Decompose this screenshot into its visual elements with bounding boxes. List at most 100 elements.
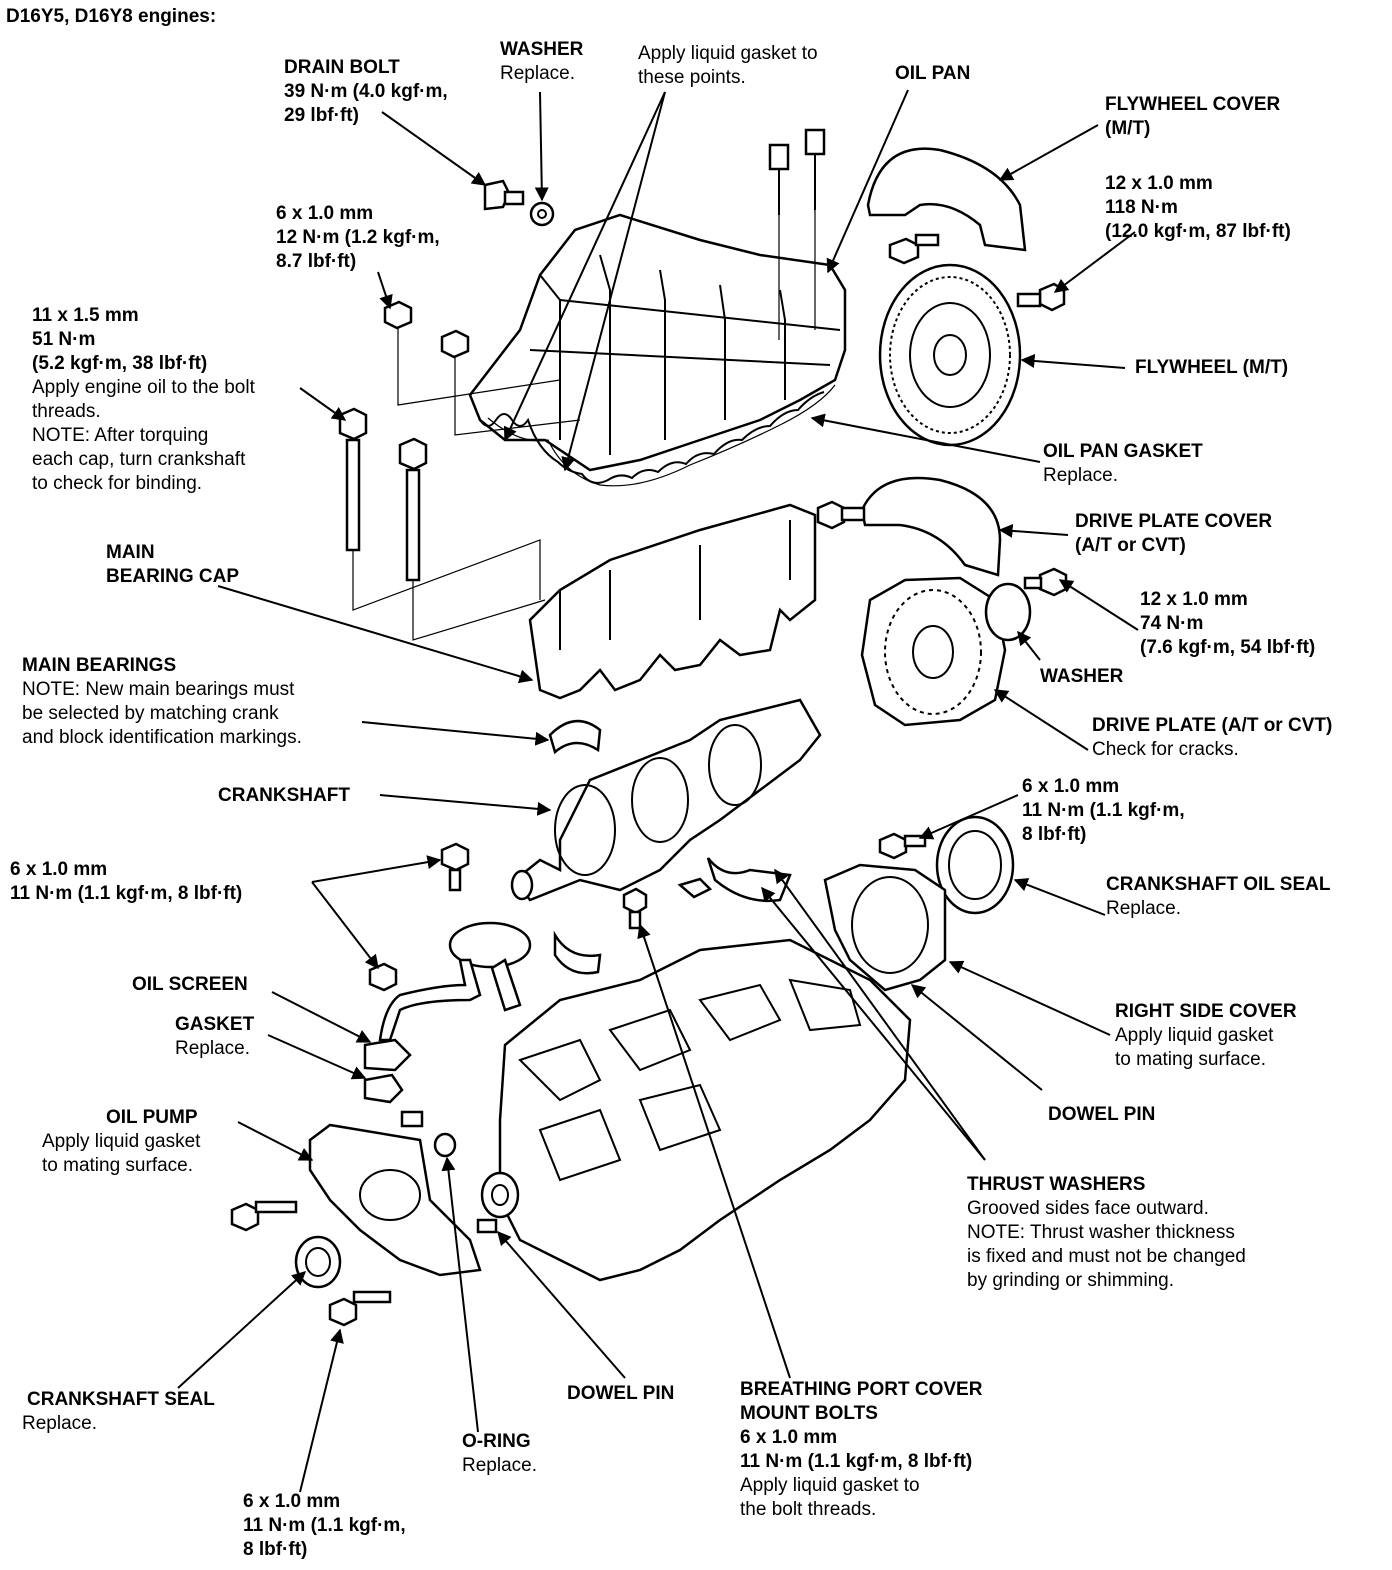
oil-screen-part (378, 921, 532, 1042)
thrust-washers-heading: THRUST WASHERS (967, 1174, 1146, 1195)
leader-lines (177, 89, 1139, 1493)
label-oil-screen: OIL SCREEN (132, 973, 248, 997)
label-screen-bolt: 6 x 1.0 mm 11 N·m (1.1 kgf·m, 8 lbf·ft) (10, 858, 242, 906)
cap-bolt-spec: 11 x 1.5 mm (32, 305, 139, 326)
pan-bolt-line: 6 x 1.0 mm (276, 203, 374, 224)
right-side-cover-part (823, 863, 947, 992)
gasket-line: Replace. (175, 1038, 250, 1059)
flywheel-cover-heading: FLYWHEEL COVER (1105, 94, 1281, 115)
label-breathing-port: BREATHING PORT COVER MOUNT BOLTS 6 x 1.0… (740, 1378, 982, 1522)
drive-plate-cover-line: (A/T or CVT) (1075, 535, 1186, 556)
breathing-port-heading: MOUNT BOLTS (740, 1403, 878, 1424)
cap-bolt-spec: 51 N·m (32, 329, 96, 350)
screen-bolt-line: 11 N·m (1.1 kgf·m, 8 lbf·ft) (10, 883, 243, 904)
thrust-washers-line: is fixed and must not be changed (967, 1246, 1246, 1267)
drive-plate-heading: DRIVE PLATE (A/T or CVT) (1092, 715, 1333, 736)
breathing-port-heading: BREATHING PORT COVER (740, 1379, 983, 1400)
flywheel-bolt-line: 12 x 1.0 mm (1105, 173, 1213, 194)
crankshaft-oil-seal-heading: CRANKSHAFT OIL SEAL (1106, 874, 1331, 895)
label-cap-bolt: 11 x 1.5 mm 51 N·m (5.2 kgf·m, 38 lbf·ft… (32, 304, 255, 496)
oil-pan-part (468, 213, 847, 487)
crankshaft-oil-seal-line: Replace. (1106, 898, 1181, 919)
label-drive-plate-cover: DRIVE PLATE COVER (A/T or CVT) (1075, 510, 1272, 558)
dowel-pin-heading: DOWEL PIN (1048, 1104, 1156, 1125)
pan-bolt-line: 12 N·m (1.2 kgf·m, (276, 227, 440, 248)
drive-plate-bolt-line: (7.6 kgf·m, 54 lbf·ft) (1140, 637, 1316, 658)
page-title: D16Y5, D16Y8 engines: (6, 6, 217, 27)
label-pump-bolt: 6 x 1.0 mm 11 N·m (1.1 kgf·m, 8 lbf·ft) (243, 1490, 406, 1562)
main-bearing-cap-heading: BEARING CAP (106, 566, 240, 587)
flywheel-cover-line: (M/T) (1105, 118, 1151, 139)
label-oil-pan-gasket: OIL PAN GASKET Replace. (1043, 440, 1203, 488)
oil-pan-gasket-heading: OIL PAN GASKET (1043, 441, 1203, 462)
drive-plate-cover-part (860, 476, 1002, 577)
drive-plate-part (860, 576, 1007, 727)
oil-pan-heading: OIL PAN (895, 63, 971, 84)
main-bearing-cap-part (528, 503, 817, 700)
cap-bolt-note: each cap, turn crankshaft (32, 449, 246, 470)
label-thrust-washers: THRUST WASHERS Grooved sides face outwar… (967, 1173, 1246, 1293)
washer-heading: WASHER (1040, 666, 1124, 687)
label-crankshaft-oil-seal: CRANKSHAFT OIL SEAL Replace. (1106, 873, 1330, 921)
flywheel-bolt-line: (12.0 kgf·m, 87 lbf·ft) (1105, 221, 1291, 242)
main-cap-bolts (338, 407, 546, 641)
washer-line: Replace. (500, 63, 575, 84)
cap-bolt-note: NOTE: After torquing (32, 425, 209, 446)
label-washer-top: WASHER Replace. (500, 38, 583, 86)
drain-bolt-line: 29 lbf·ft) (284, 105, 359, 126)
drive-plate-cover-heading: DRIVE PLATE COVER (1075, 511, 1273, 532)
main-bearings-heading: MAIN BEARINGS (22, 655, 177, 676)
flywheel-cover-part (866, 147, 1027, 252)
label-dowel-pin-bottom: DOWEL PIN (567, 1382, 674, 1406)
cap-bolt-spec: (5.2 kgf·m, 38 lbf·ft) (32, 353, 208, 374)
label-main-bearings: MAIN BEARINGS NOTE: New main bearings mu… (22, 654, 302, 750)
crankshaft-heading: CRANKSHAFT (218, 785, 350, 806)
crankshaft-seal-part (294, 1235, 342, 1289)
oil-pump-line: Apply liquid gasket (42, 1131, 201, 1152)
main-bearings-note: be selected by matching crank (22, 703, 279, 724)
label-dowel-pin-right: DOWEL PIN (1048, 1103, 1155, 1127)
pan-bolt-line: 8.7 lbf·ft) (276, 251, 357, 272)
liquid-gasket-line: these points. (638, 67, 746, 88)
drain-bolt-line: 39 N·m (4.0 kgf·m, (284, 81, 448, 102)
engine-block-part (480, 938, 912, 1282)
gasket-heading: GASKET (175, 1014, 255, 1035)
oil-pump-line: to mating surface. (42, 1155, 194, 1176)
o-ring-heading: O-RING (462, 1431, 531, 1452)
label-crankshaft-seal: CRANKSHAFT SEAL Replace. (22, 1388, 215, 1436)
seal-bolt-line: 11 N·m (1.1 kgf·m, (1022, 800, 1185, 821)
pump-bolt-line: 6 x 1.0 mm (243, 1491, 341, 1512)
flywheel-part (878, 263, 1022, 447)
pump-bolt-line: 11 N·m (1.1 kgf·m, (243, 1515, 406, 1536)
label-liquid-gasket-points: Apply liquid gasket to these points. (638, 42, 818, 90)
label-flywheel-cover: FLYWHEEL COVER (M/T) (1105, 93, 1280, 141)
thrust-washers-line: Grooved sides face outward. (967, 1198, 1209, 1219)
screen-bolt-line: 6 x 1.0 mm (10, 859, 108, 880)
flywheel-bolt-line: 118 N·m (1105, 197, 1178, 218)
thrust-washers-line: NOTE: Thrust washer thickness (967, 1222, 1235, 1243)
breathing-port-spec: 11 N·m (1.1 kgf·m, 8 lbf·ft) (740, 1451, 973, 1472)
label-drain-bolt: DRAIN BOLT 39 N·m (4.0 kgf·m, 29 lbf·ft) (284, 56, 448, 128)
breathing-port-spec: 6 x 1.0 mm (740, 1427, 838, 1448)
label-drive-plate-bolt: 12 x 1.0 mm 74 N·m (7.6 kgf·m, 54 lbf·ft… (1140, 588, 1315, 660)
breathing-port-line: the bolt threads. (740, 1499, 877, 1520)
crankshaft-seal-line: Replace. (22, 1413, 97, 1434)
drive-plate-bolt-line: 12 x 1.0 mm (1140, 589, 1248, 610)
crankshaft-part (510, 698, 822, 902)
label-oil-pump: OIL PUMP Apply liquid gasket to mating s… (42, 1106, 200, 1178)
main-bearings-note: and block identification markings. (22, 727, 302, 748)
washer-heading: WASHER (500, 39, 584, 60)
oil-pump-heading: OIL PUMP (106, 1107, 198, 1128)
oil-pan-gasket-line: Replace. (1043, 465, 1118, 486)
drive-plate-bolt-line: 74 N·m (1140, 613, 1204, 634)
gasket-part (363, 1038, 412, 1072)
o-ring-part (433, 1132, 457, 1158)
drive-plate-line: Check for cracks. (1092, 739, 1239, 760)
right-side-cover-line: to mating surface. (1115, 1049, 1267, 1070)
liquid-gasket-line: Apply liquid gasket to (638, 43, 818, 64)
pump-bolt-line: 8 lbf·ft) (243, 1539, 308, 1560)
main-bearings-note: NOTE: New main bearings must (22, 679, 295, 700)
drain-bolt-heading: DRAIN BOLT (284, 57, 400, 78)
oil-pan-gasket-part (479, 391, 825, 484)
